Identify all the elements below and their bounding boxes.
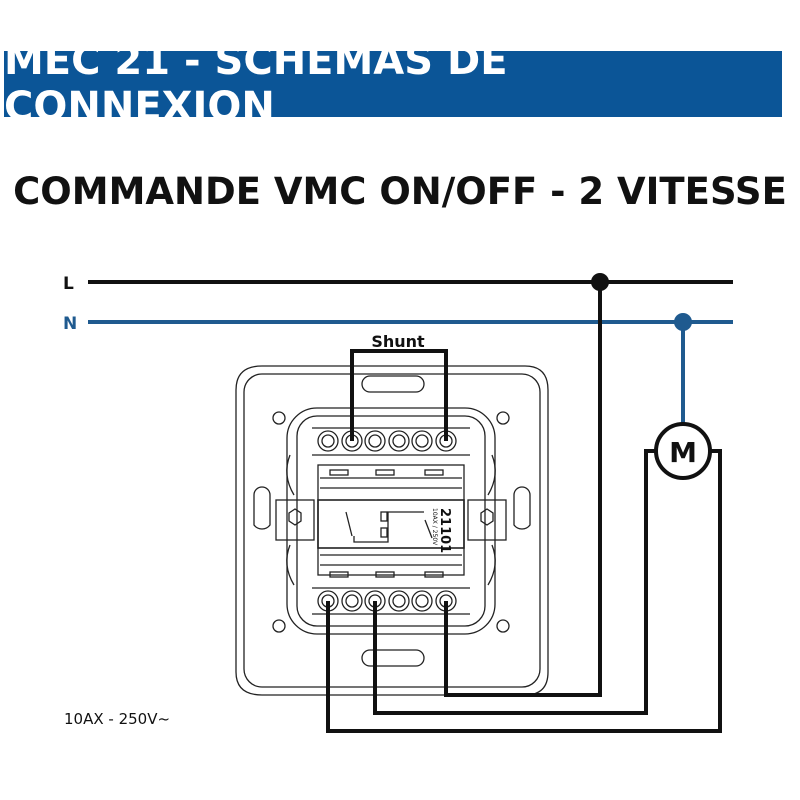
motor-label: M: [669, 436, 697, 469]
line-wire: [444, 282, 602, 697]
speed1-wire: [373, 449, 655, 715]
neutral-label: N: [63, 314, 77, 334]
device-ref: 21101: [437, 508, 452, 553]
bottom-terminals: [317, 590, 457, 612]
device-rating-small: 10AX / 250V: [431, 508, 438, 546]
header-title: MEC 21 - SCHÉMAS DE CONNEXION: [4, 38, 508, 130]
diagram-title: COMMANDE VMC ON/OFF - 2 VITESSE: [13, 170, 787, 213]
top-terminals: [317, 430, 457, 452]
rating-label: 10AX - 250V~: [64, 710, 170, 728]
header-banner: MEC 21 - SCHÉMAS DE CONNEXION: [4, 38, 782, 130]
line-label: L: [63, 274, 74, 294]
shunt-wire: [350, 349, 448, 441]
shunt-label: Shunt: [371, 332, 425, 351]
speed2-wire: [326, 449, 722, 733]
motor-symbol: [654, 422, 712, 480]
switch-mechanism: [235, 365, 549, 696]
